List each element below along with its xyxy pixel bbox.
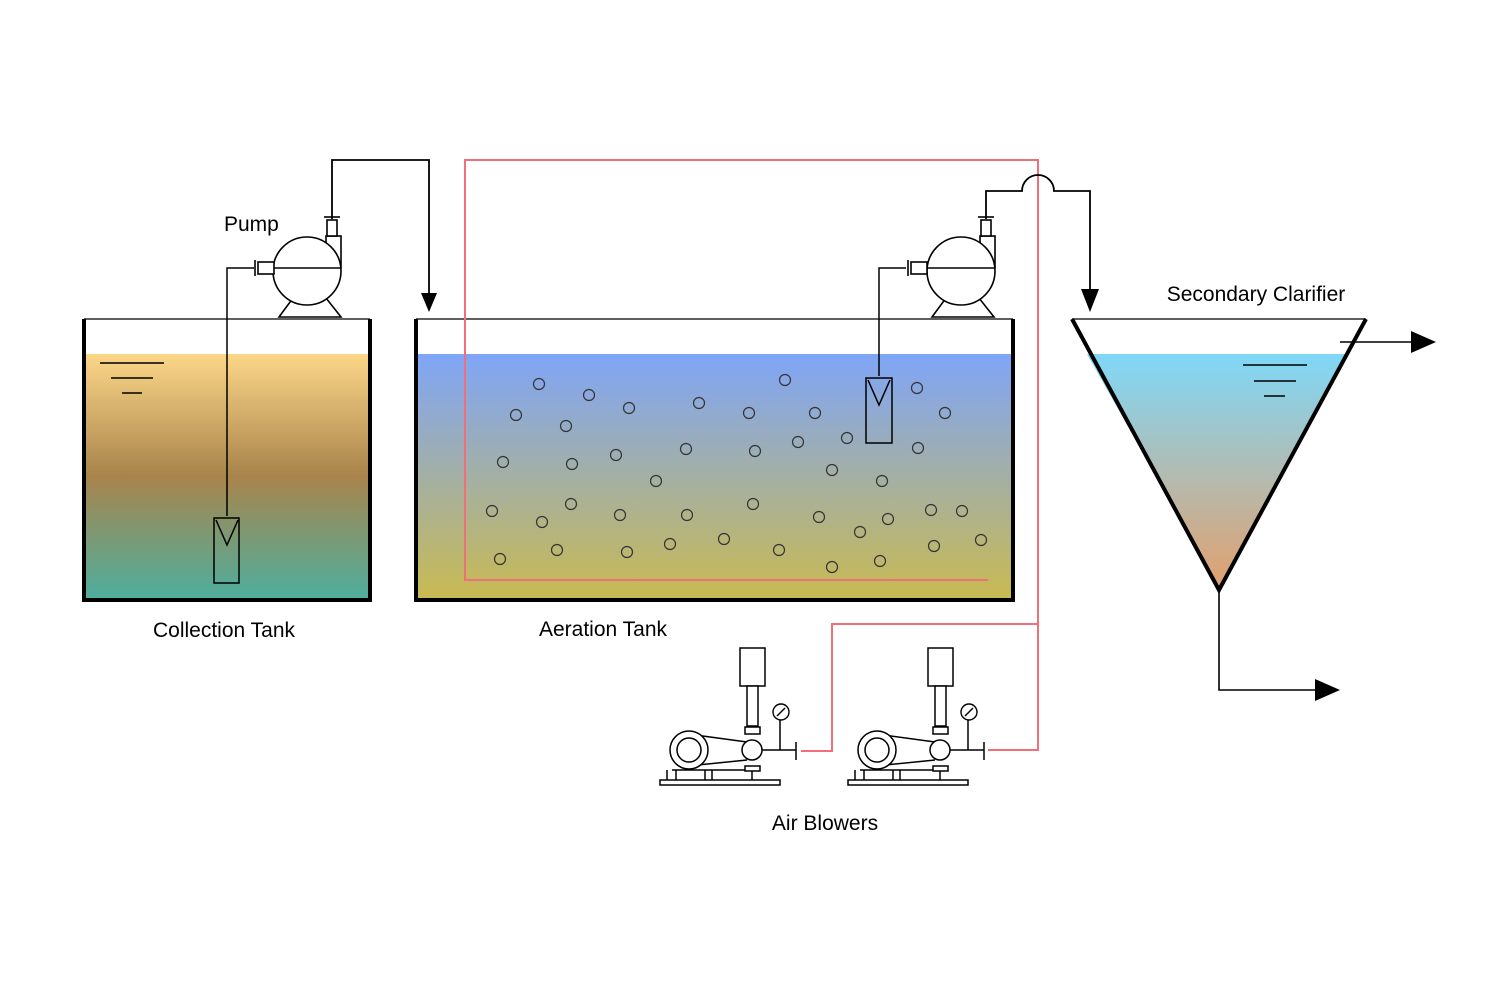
air-bubble-icon: [748, 444, 762, 458]
air-blower-icon: [847, 647, 985, 786]
air-bubble-icon: [840, 431, 854, 445]
air-bubble-icon: [875, 474, 889, 488]
pump-1-suction-pipe: [226, 267, 254, 516]
air-bubble-icon: [873, 554, 887, 568]
air-bubble-icon: [924, 503, 938, 517]
collection-tank-label: Collection Tank: [153, 619, 296, 642]
flow-arrow-icon: [1315, 679, 1340, 701]
air-bubble-icon: [622, 401, 636, 415]
air-bubble-icon: [485, 504, 499, 518]
flow-arrow-icon: [1081, 289, 1099, 312]
air-blower-2: [847, 647, 985, 786]
flow-arrow-icon: [421, 293, 437, 312]
air-bubble-icon: [746, 497, 760, 511]
air-bubble-icon: [559, 419, 573, 433]
air-bubble-icon: [881, 512, 895, 526]
air-supply-line: [464, 159, 1039, 752]
air-bubble-icon: [550, 543, 564, 557]
air-bubble-icon: [778, 373, 792, 387]
water-level-icon: [100, 362, 164, 394]
air-bubble-icon: [582, 388, 596, 402]
air-blowers-label: Air Blowers: [772, 812, 878, 835]
air-bubble-icon: [717, 532, 731, 546]
air-blower-1: [659, 647, 797, 786]
air-bubble-icon: [535, 515, 549, 529]
pressure-gauge-icon: [772, 703, 790, 721]
air-bubbles: [485, 373, 988, 574]
air-bubble-icon: [791, 435, 805, 449]
pump-1: [226, 159, 437, 516]
air-bubble-icon: [680, 508, 694, 522]
aeration-tank-label: Aeration Tank: [539, 618, 668, 641]
collection-tank-walls: [82, 319, 372, 602]
air-bubble-icon: [565, 457, 579, 471]
air-bubble-icon: [496, 455, 510, 469]
pump-2-discharge-pipe: [985, 174, 1091, 289]
pressure-gauge-icon: [960, 703, 978, 721]
air-bubble-icon: [692, 396, 706, 410]
air-bubble-icon: [927, 539, 941, 553]
air-bubble-icon: [509, 408, 523, 422]
air-bubble-icon: [609, 448, 623, 462]
air-bubble-icon: [620, 545, 634, 559]
air-bubble-icon: [772, 543, 786, 557]
pump-2-suction-pipe: [878, 267, 906, 376]
air-bubble-icon: [853, 525, 867, 539]
air-bubble-icon: [825, 560, 839, 574]
air-bubble-icon: [742, 406, 756, 420]
air-bubble-icon: [808, 406, 822, 420]
submersible-inlet-icon: [865, 377, 893, 444]
air-bubble-icon: [613, 508, 627, 522]
air-bubble-icon: [493, 552, 507, 566]
air-bubble-icon: [679, 442, 693, 456]
air-bubble-icon: [938, 406, 952, 420]
air-bubble-icon: [825, 463, 839, 477]
pump-label: Pump: [224, 213, 279, 236]
air-blower-icon: [659, 647, 797, 786]
air-bubble-icon: [911, 441, 925, 455]
clarifier-liquid: [1087, 354, 1347, 588]
pump-2: [878, 174, 1099, 376]
air-bubble-icon: [910, 381, 924, 395]
flow-arrow-icon: [1411, 331, 1436, 353]
air-bubble-icon: [974, 533, 988, 547]
sludge-outlet-pipe: [1218, 590, 1316, 691]
air-bubble-icon: [532, 377, 546, 391]
aeration-tank: [414, 318, 1015, 602]
secondary-clarifier-label: Secondary Clarifier: [1167, 283, 1346, 306]
pump-icon: [254, 216, 343, 318]
air-bubble-icon: [812, 510, 826, 524]
submersible-inlet-icon: [213, 517, 240, 584]
air-bubble-icon: [663, 537, 677, 551]
pump-icon: [907, 216, 996, 318]
air-bubble-icon: [649, 474, 663, 488]
secondary-clarifier: [1070, 318, 1436, 701]
aeration-tank-liquid: [418, 354, 1011, 598]
air-bubble-icon: [564, 497, 578, 511]
water-level-icon: [1243, 364, 1307, 397]
aeration-tank-walls: [414, 319, 1015, 602]
air-bubble-icon: [955, 504, 969, 518]
pump-1-discharge-pipe: [331, 159, 430, 297]
